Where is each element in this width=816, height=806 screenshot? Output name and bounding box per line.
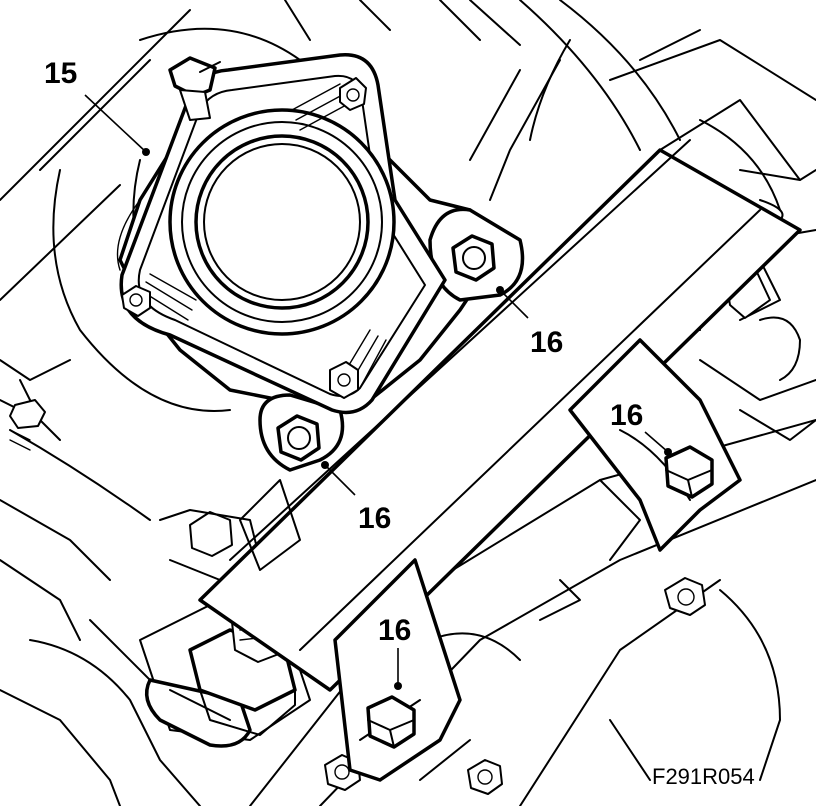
- bolt-lower: [366, 695, 416, 749]
- sensor-stud: [168, 56, 221, 121]
- pan-bolt-right: [664, 577, 706, 616]
- callout-leaders: [84, 94, 672, 690]
- callout-16-lower: 16: [378, 614, 411, 647]
- bolt-upper: [451, 234, 496, 282]
- callout-15: 15: [44, 57, 77, 90]
- flange-slot-left: [121, 273, 197, 321]
- callout-16-right: 16: [610, 399, 643, 432]
- bracket-bolt: [159, 509, 261, 581]
- pan-bolt-lower-mid: [467, 759, 503, 795]
- exhaust-flange: [119, 53, 447, 415]
- figure-reference: F291R054: [652, 764, 755, 789]
- flange-slot-top: [291, 77, 367, 131]
- bolt-middle: [276, 414, 321, 462]
- bolt-right: [664, 445, 714, 499]
- callout-16-upper: 16: [530, 326, 563, 359]
- flange-slot-bottom: [329, 329, 387, 399]
- callout-16-middle: 16: [358, 502, 391, 535]
